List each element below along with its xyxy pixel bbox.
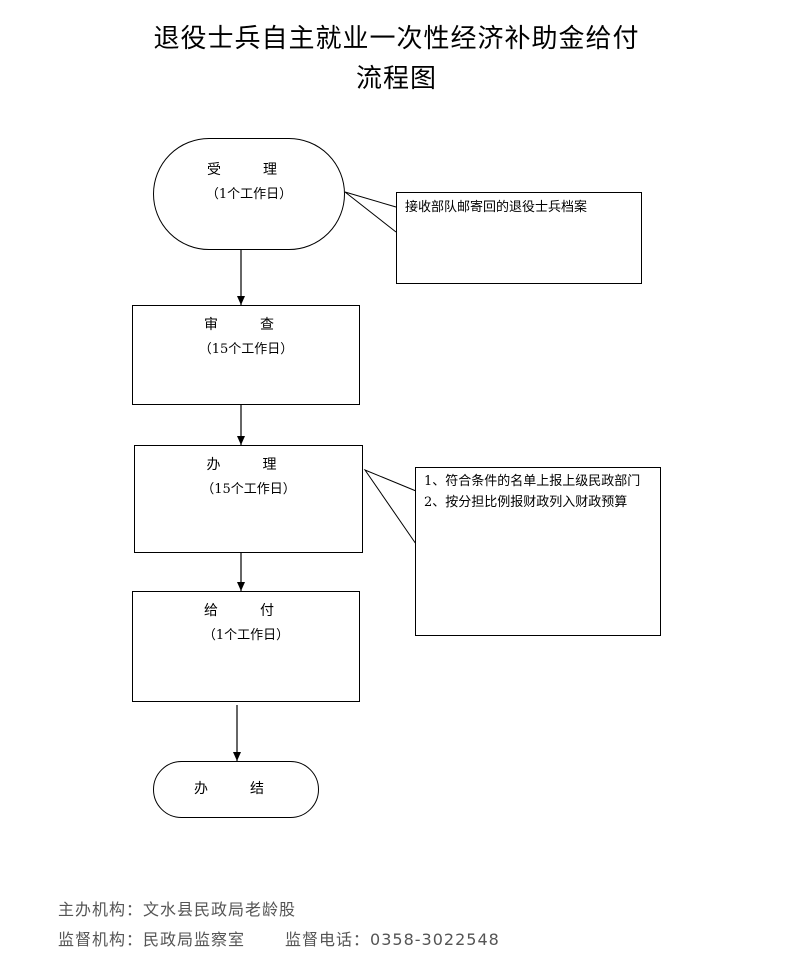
step-process-duration: （15个工作日） bbox=[201, 482, 296, 497]
phone-label: 监督电话： bbox=[285, 930, 371, 949]
supervisor-value: 民政局监察室 bbox=[143, 930, 246, 949]
supervisor-label: 监督机构： bbox=[58, 930, 144, 949]
note-process-item-1: 1、符合条件的名单上报上级民政部门 bbox=[424, 474, 641, 489]
step-review-duration: （15个工作日） bbox=[198, 342, 294, 357]
callout-pointer-1 bbox=[344, 191, 397, 233]
step-review-name: 审 查 bbox=[204, 317, 288, 333]
step-accept-name: 受 理 bbox=[207, 162, 291, 178]
step-accept-duration: （1个工作日） bbox=[205, 187, 293, 202]
step-pay-duration: （1个工作日） bbox=[202, 628, 290, 643]
note-process: 1、符合条件的名单上报上级民政部门 2、按分担比例报财政列入财政预算 bbox=[415, 467, 661, 636]
note-accept: 接收部队邮寄回的退役士兵档案 bbox=[396, 192, 642, 284]
step-complete-name: 办 结 bbox=[194, 781, 278, 797]
step-pay: 给 付 （1个工作日） bbox=[132, 591, 360, 702]
page-title: 退役士兵自主就业一次性经济补助金给付 bbox=[153, 24, 640, 54]
page-subtitle: 流程图 bbox=[355, 64, 437, 94]
host-label: 主办机构： bbox=[58, 900, 144, 919]
step-accept: 受 理 （1个工作日） bbox=[153, 138, 345, 250]
note-accept-text: 接收部队邮寄回的退役士兵档案 bbox=[405, 200, 588, 215]
phone-value: 0358-3022548 bbox=[370, 930, 500, 949]
footer-supervisor: 监督机构：民政局监察室 监督电话：0358-3022548 bbox=[58, 926, 500, 950]
host-value: 文水县民政局老龄股 bbox=[143, 900, 297, 919]
footer-host: 主办机构：文水县民政局老龄股 bbox=[58, 896, 296, 920]
callout-pointer-2 bbox=[363, 468, 417, 545]
step-process-name: 办 理 bbox=[206, 457, 291, 473]
step-review: 审 查 （15个工作日） bbox=[132, 305, 360, 405]
step-pay-name: 给 付 bbox=[204, 603, 288, 619]
step-process: 办 理 （15个工作日） bbox=[134, 445, 363, 553]
note-process-item-2: 2、按分担比例报财政列入财政预算 bbox=[424, 495, 628, 510]
step-complete: 办 结 bbox=[153, 761, 319, 818]
